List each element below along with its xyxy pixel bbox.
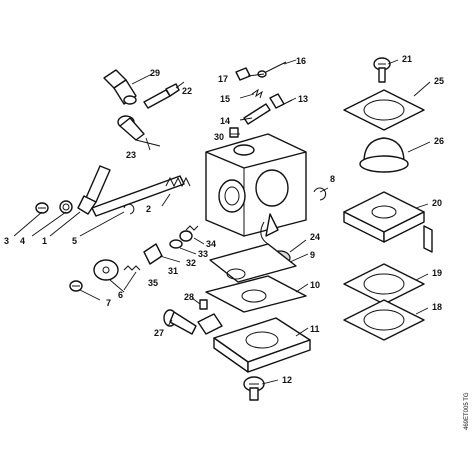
part-2-spring[interactable] — [165, 176, 191, 188]
callout-28: 28 — [184, 292, 194, 302]
callout-17: 17 — [218, 74, 228, 84]
part-12-screw[interactable] — [243, 376, 265, 401]
callout-18: 18 — [432, 302, 442, 312]
callout-24: 24 — [310, 232, 320, 242]
callout-30: 30 — [214, 132, 224, 142]
callout-1: 1 — [42, 236, 47, 246]
part-7-screw[interactable] — [69, 280, 83, 292]
part-30-plug[interactable] — [229, 127, 239, 138]
callout-27: 27 — [154, 328, 164, 338]
callout-16: 16 — [296, 56, 306, 66]
part-27-bracket[interactable] — [197, 313, 223, 335]
callout-12: 12 — [282, 375, 292, 385]
part-3-screw[interactable] — [35, 202, 49, 214]
part-28-plug[interactable] — [199, 299, 208, 310]
callout-31: 31 — [168, 266, 178, 276]
figure-code: 469ET005 TG — [464, 392, 470, 430]
part-34-spring[interactable] — [185, 225, 199, 231]
part-8-clip — [313, 187, 327, 201]
part-26-primer-bulb[interactable] — [359, 137, 409, 173]
part-11-cover[interactable] — [213, 317, 311, 373]
callout-11: 11 — [310, 324, 320, 334]
part-29-fitting[interactable] — [103, 69, 137, 105]
part-14-lever[interactable] — [243, 103, 271, 125]
callout-32: 32 — [186, 258, 196, 268]
callout-26: 26 — [434, 136, 444, 146]
callout-15: 15 — [220, 94, 230, 104]
callout-3: 3 — [4, 236, 9, 246]
part-23-screw[interactable] — [117, 115, 161, 147]
part-33-ring[interactable] — [179, 230, 193, 242]
part-13-needle[interactable] — [269, 93, 293, 109]
part-19-gasket[interactable] — [343, 263, 425, 305]
callout-7: 7 — [106, 298, 111, 308]
callout-29: 29 — [150, 68, 160, 78]
callout-13: 13 — [298, 94, 308, 104]
callout-5: 5 — [72, 236, 77, 246]
callout-33: 33 — [198, 249, 208, 259]
callout-4: 4 — [20, 236, 25, 246]
part-15-spring[interactable] — [251, 88, 263, 99]
callout-19: 19 — [432, 268, 442, 278]
part-17-nut[interactable] — [235, 67, 251, 81]
part-10-diaphragm-gasket[interactable] — [205, 243, 307, 313]
part-20-housing[interactable] — [343, 191, 433, 253]
part-25-gasket[interactable] — [343, 89, 425, 131]
callout-34: 34 — [206, 239, 216, 249]
carburetor-body[interactable] — [205, 133, 307, 245]
part-5-shaft[interactable] — [91, 175, 185, 217]
part-22-screw[interactable] — [143, 83, 180, 109]
part-35-spring[interactable] — [123, 265, 141, 271]
callout-21: 21 — [402, 54, 412, 64]
callout-14: 14 — [220, 116, 230, 126]
callout-2: 2 — [146, 204, 151, 214]
leader-lines — [13, 59, 431, 385]
callout-10: 10 — [310, 280, 320, 290]
part-31-screen[interactable] — [143, 243, 163, 265]
callout-22: 22 — [182, 86, 192, 96]
callout-6: 6 — [118, 290, 123, 300]
part-21-screw[interactable] — [373, 57, 391, 83]
callout-35: 35 — [148, 278, 158, 288]
part-18-diaphragm[interactable] — [343, 299, 425, 341]
part-27-screw[interactable] — [163, 309, 197, 335]
part-32-gasket[interactable] — [169, 239, 183, 249]
callout-9: 9 — [310, 250, 315, 260]
part-4-washer[interactable] — [59, 200, 73, 214]
part-clip-left — [123, 203, 135, 215]
part-1-lever[interactable] — [77, 165, 111, 215]
callout-25: 25 — [434, 76, 444, 86]
callout-20: 20 — [432, 198, 442, 208]
part-16-pin[interactable] — [257, 61, 287, 78]
callout-8: 8 — [330, 174, 335, 184]
callout-23: 23 — [126, 150, 136, 160]
part-6-disc[interactable] — [93, 259, 119, 281]
